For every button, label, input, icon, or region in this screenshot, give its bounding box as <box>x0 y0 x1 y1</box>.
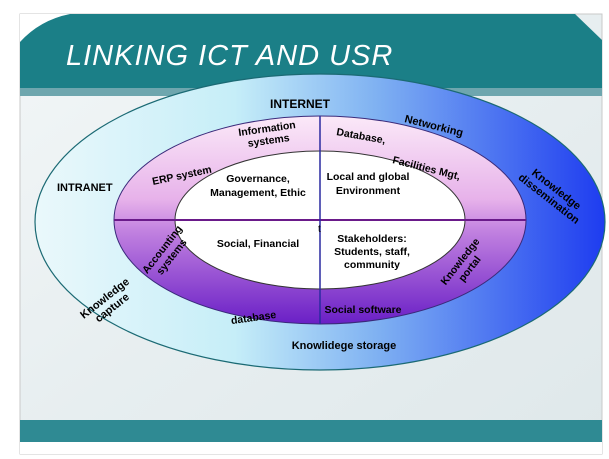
stray-mark: t <box>318 224 321 235</box>
label-stakeholders: Stakeholders:Students, staff,community <box>334 233 410 271</box>
label-intranet: INTRANET <box>57 182 113 194</box>
title-bar-corner <box>20 14 70 42</box>
label-information-systems: Informationsystems <box>238 119 299 151</box>
footer-bar <box>20 420 602 442</box>
footer-gap <box>20 442 602 454</box>
label-governance: Governance,Management, Ethic <box>210 173 306 199</box>
label-knowledge-storage: Knowlidege storage <box>292 340 397 352</box>
label-social-financial: Social, Financial <box>217 238 299 250</box>
slide-title: LINKING ICT AND USR <box>66 40 393 72</box>
label-internet: INTERNET <box>270 97 331 111</box>
label-social-software: Social software <box>324 304 401 316</box>
title-bar <box>20 14 602 88</box>
